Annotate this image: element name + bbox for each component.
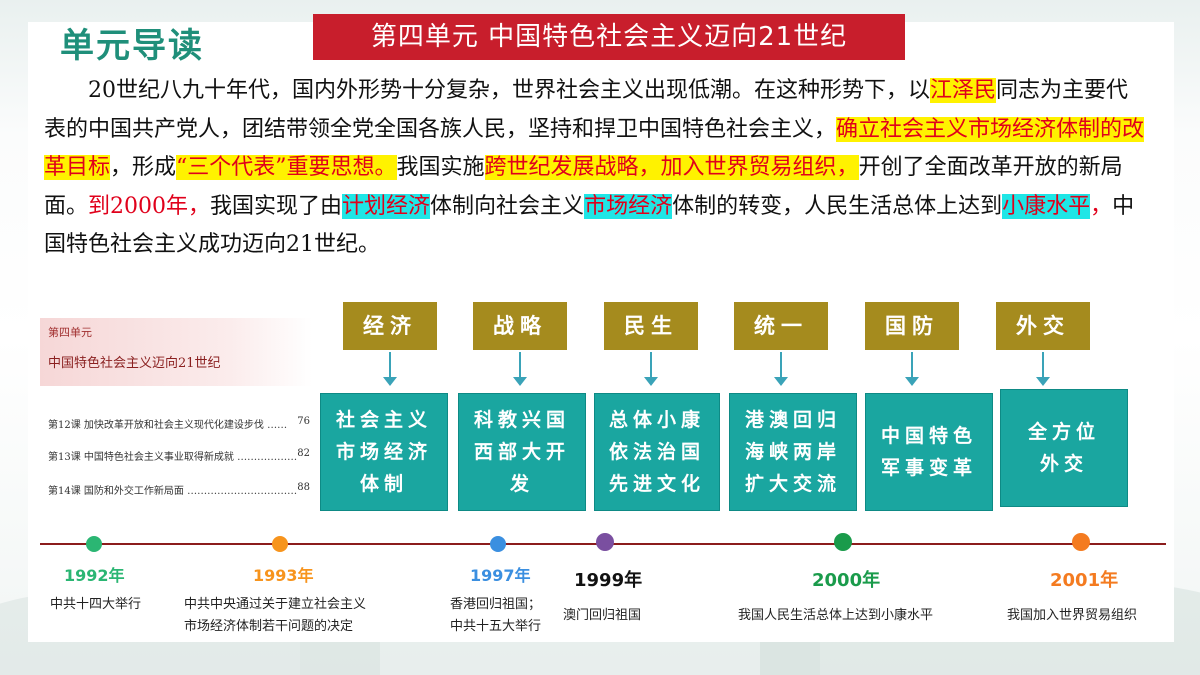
intro-highlight: 市场经济	[584, 193, 673, 219]
intro-text: 体制的转变，人民生活总体上达到	[672, 193, 1003, 219]
timeline-event: 中共中央通过关于建立社会主义市场经济体制若干问题的决定	[184, 594, 366, 638]
timeline-event: 我国加入世界贸易组织	[1007, 605, 1137, 627]
intro-highlight: 计划经济	[342, 193, 431, 219]
timeline-year: 1993年	[253, 566, 314, 585]
toc-lesson: 第13课 中国特色社会主义事业取得新成就 ………………82	[48, 448, 310, 463]
timeline-dot	[596, 533, 614, 551]
toc-lesson-page: 88	[297, 482, 310, 493]
timeline-dot	[272, 536, 288, 552]
table-of-contents: 第四单元 中国特色社会主义迈向21世纪 第12课 加快改革开放和社会主义现代化建…	[40, 318, 312, 510]
arrow-down-icon	[383, 352, 397, 386]
detail-line: 市场经济	[335, 441, 432, 463]
intro-highlight: “三个代表”重要思想。	[176, 155, 397, 180]
timeline-event-line: 香港回归祖国；	[450, 597, 542, 612]
toc-lesson-label: 第12课 加快改革开放和社会主义现代化建设步伐 ……	[48, 420, 288, 431]
timeline-dot	[1072, 533, 1090, 551]
toc-lesson-label: 第14课 国防和外交工作新局面 ……………………………	[48, 486, 298, 497]
detail-line: 依法治国	[608, 441, 705, 463]
timeline-event-line: 我国加入世界贸易组织	[1007, 608, 1138, 623]
detail-box-livelihood: 总体小康依法治国先进文化	[594, 393, 720, 511]
intro-text: ，形成	[110, 155, 177, 180]
intro-text: 同志为主要代表的中国共产党人，团结带领全党全国各族人民，坚持和捍卫中国特色社会主…	[44, 78, 1129, 142]
toc-lesson-page: 82	[297, 448, 310, 459]
timeline-dot	[834, 533, 852, 551]
category-diplomacy: 外交	[996, 302, 1090, 350]
timeline-dot	[86, 536, 102, 552]
toc-lesson: 第12课 加快改革开放和社会主义现代化建设步伐 …… 76	[48, 416, 310, 431]
category-livelihood: 民生	[604, 302, 698, 350]
category-economy: 经济	[343, 302, 437, 350]
detail-line: 总体小康	[608, 409, 705, 431]
timeline-event-line: 市场经济体制若干问题的决定	[184, 619, 354, 634]
detail-line: 社会主义	[335, 409, 432, 431]
timeline-event-line: 中共中央通过关于建立社会主义	[184, 597, 367, 612]
intro-text: ，	[1090, 193, 1113, 219]
intro-text: 开创了全面改革开放的新局面。	[44, 155, 1123, 219]
intro-text: 我国实施	[396, 155, 485, 180]
detail-line: 西部大开	[473, 441, 570, 463]
arrow-down-icon	[905, 352, 919, 386]
unit-title-banner: 第四单元 中国特色社会主义迈向21世纪	[313, 14, 905, 60]
arrow-down-icon	[644, 352, 658, 386]
toc-unit-label: 第四单元	[48, 326, 92, 339]
intro-highlight: 到2000年，	[88, 193, 211, 219]
detail-line: 体制	[359, 473, 408, 495]
timeline-year: 1999年	[574, 570, 643, 591]
toc-header	[40, 318, 312, 386]
intro-highlight: 小康水平	[1002, 193, 1091, 219]
intro-paragraph: 20世纪八九十年代，国内外形势十分复杂，世界社会主义出现低潮。在这种形势下，以江…	[44, 72, 1149, 265]
detail-line: 中国特色	[880, 425, 977, 447]
intro-text: 体制向社会主义	[430, 193, 585, 219]
detail-line: 科教兴国	[473, 409, 570, 431]
category-strategy: 战略	[473, 302, 567, 350]
timeline-event: 香港回归祖国； 中共十五大举行	[450, 594, 541, 638]
intro-text: 我国实现了由	[210, 193, 343, 219]
detail-line: 港澳回归	[744, 409, 841, 431]
timeline-event-line: 中共十五大举行	[450, 619, 542, 634]
timeline-event-line: 中共十四大举行	[50, 597, 142, 612]
timeline-year: 2001年	[1050, 570, 1119, 591]
category-unification: 统一	[734, 302, 828, 350]
arrow-down-icon	[774, 352, 788, 386]
timeline-year: 2000年	[812, 570, 881, 591]
detail-box-strategy: 科教兴国西部大开发	[458, 393, 586, 511]
detail-line: 先进文化	[608, 473, 705, 495]
timeline-event: 澳门回归祖国	[563, 605, 641, 627]
intro-highlight: 江泽民	[930, 78, 997, 103]
toc-lesson: 第14课 国防和外交工作新局面 ……………………………88	[48, 482, 310, 497]
category-defense: 国防	[865, 302, 959, 350]
timeline-year: 1997年	[470, 566, 531, 585]
intro-text: 20世纪八九十年代，国内外形势十分复杂，世界社会主义出现低潮。在这种形势下，以	[88, 78, 930, 103]
toc-unit-title: 中国特色社会主义迈向21世纪	[48, 356, 221, 371]
arrow-down-icon	[513, 352, 527, 386]
detail-line: 全方位	[1027, 421, 1100, 443]
detail-box-defense: 中国特色军事变革	[865, 393, 993, 511]
timeline-event-line: 澳门回归祖国	[563, 608, 642, 623]
timeline-event-line: 我国人民生活总体上达到小康水平	[738, 608, 934, 623]
timeline-dot	[490, 536, 506, 552]
toc-lesson-label: 第13课 中国特色社会主义事业取得新成就 ………………	[48, 452, 298, 463]
detail-line: 发	[509, 473, 534, 495]
unit-guide-heading: 单元导读	[60, 26, 204, 66]
intro-text: 中国特色社会主义成功迈向21世纪。	[44, 193, 1135, 258]
timeline-event: 中共十四大举行	[50, 594, 141, 616]
detail-box-diplomacy: 全方位外交	[1000, 389, 1128, 507]
intro-highlight: 跨世纪发展战略，加入世界贸易组织，	[484, 155, 859, 180]
toc-lesson-page: 76	[297, 416, 310, 427]
detail-line: 外交	[1039, 453, 1088, 475]
detail-line: 军事变革	[880, 457, 977, 479]
detail-line: 海峡两岸	[744, 441, 841, 463]
detail-box-economy: 社会主义市场经济体制	[320, 393, 448, 511]
arrow-down-icon	[1036, 352, 1050, 386]
detail-line: 扩大交流	[744, 473, 841, 495]
timeline-event: 我国人民生活总体上达到小康水平	[738, 605, 933, 627]
detail-box-unification: 港澳回归海峡两岸扩大交流	[729, 393, 857, 511]
timeline-year: 1992年	[64, 566, 125, 585]
